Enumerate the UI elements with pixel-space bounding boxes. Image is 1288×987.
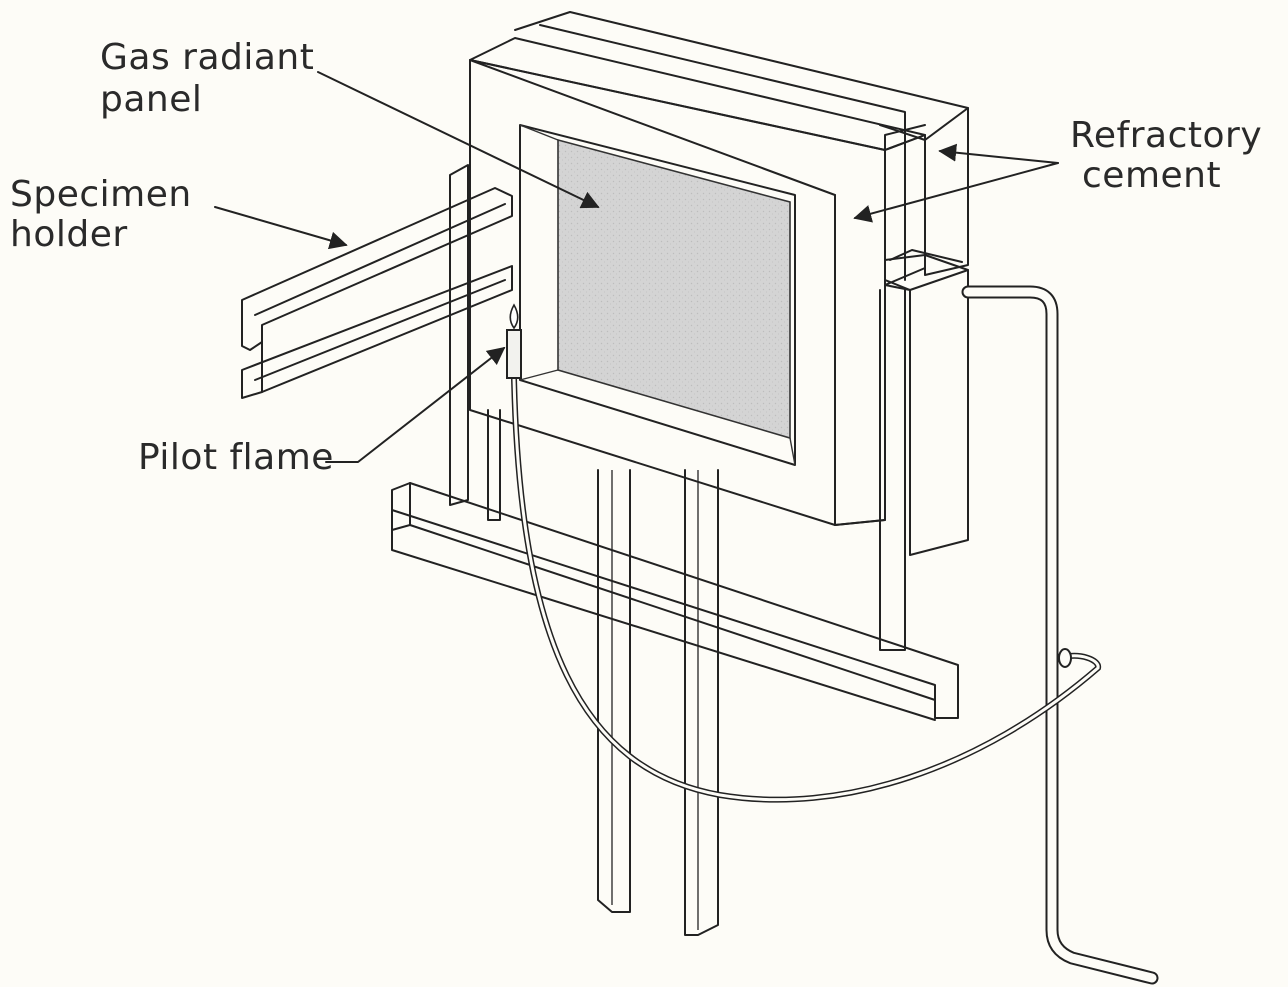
label-pilot-flame: Pilot flame [138, 437, 334, 478]
radiant-panel-housing [469, 37, 926, 526]
rear-frame-posts [449, 164, 906, 651]
label-specimen-holder-line1: Specimen [10, 174, 192, 215]
pilot-tube [511, 375, 1101, 803]
arrow-refractory-cement-back [938, 143, 1059, 164]
label-refractory-cement-line1: Refractory [1070, 115, 1263, 156]
pilot-flame-burner [506, 303, 522, 379]
specimen-holder-rail [241, 187, 513, 399]
gas-supply-pipe [961, 285, 1159, 985]
refractory-cement-side-block [884, 249, 969, 556]
vertical-support-column [597, 469, 719, 936]
label-gas-radiant-panel-line2: panel [100, 79, 203, 120]
arrow-specimen-holder [214, 206, 348, 250]
arrow-refractory-cement-front [853, 162, 1059, 223]
label-refractory-cement-line2: cement [1082, 155, 1222, 196]
flame-icon [509, 303, 519, 330]
lower-channel-beam [391, 482, 959, 721]
label-specimen-holder-line2: holder [10, 214, 128, 255]
arrow-pilot-flame [325, 346, 506, 463]
gas-radiant-panel-face [519, 124, 796, 466]
label-gas-radiant-panel-line1: Gas radiant [100, 37, 315, 78]
leader-lines [214, 71, 1059, 463]
arrow-gas-radiant-panel [317, 71, 600, 209]
